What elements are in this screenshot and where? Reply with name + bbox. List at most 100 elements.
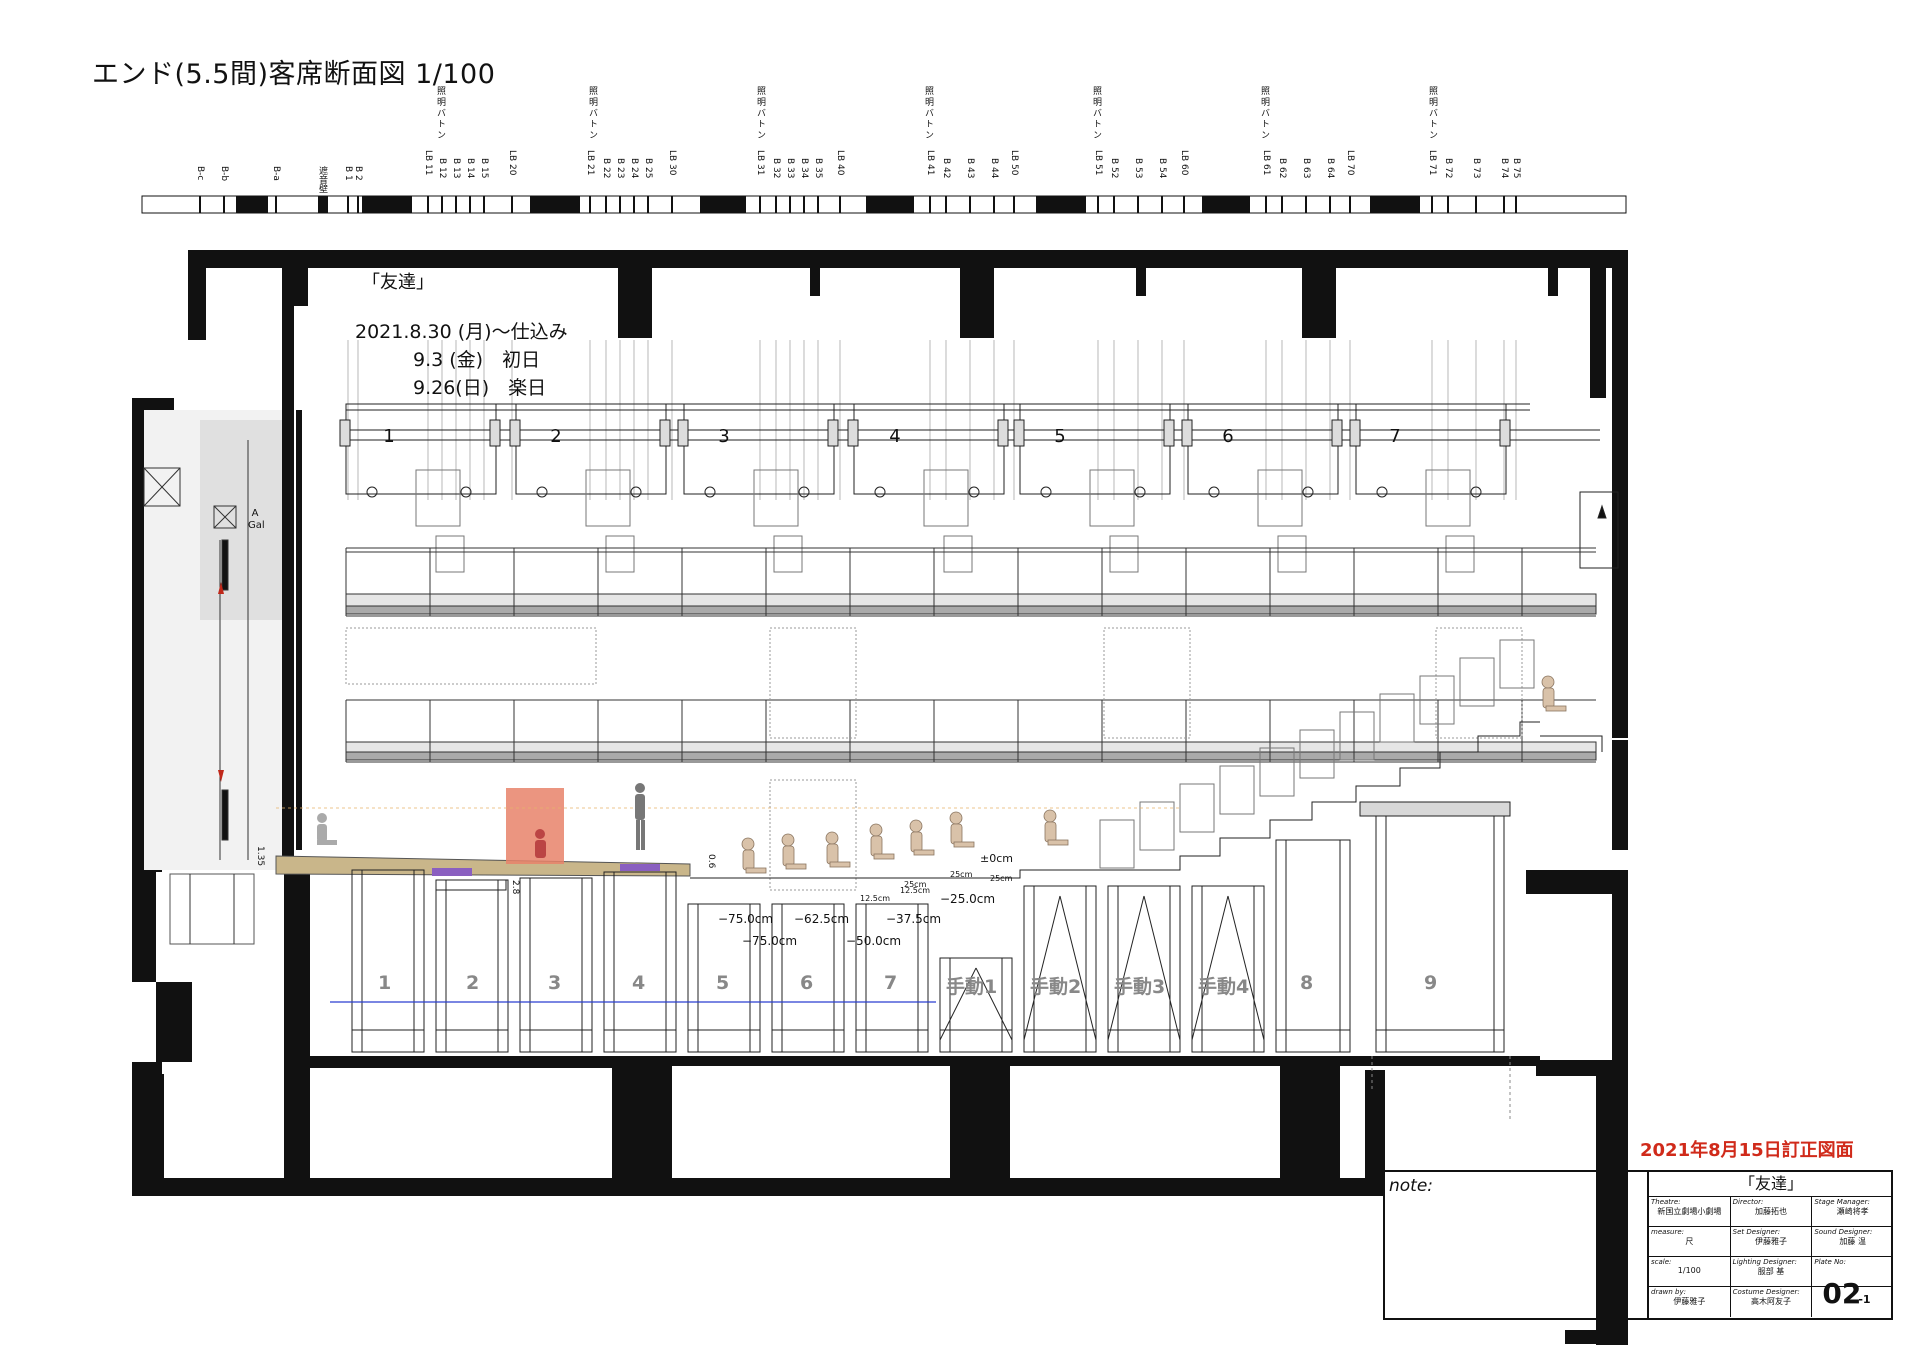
bay-subbox [605, 535, 635, 573]
show-title: 「友達」 [362, 272, 434, 293]
truss-number: 8 [1300, 972, 1314, 994]
fixture-lamp [1302, 486, 1314, 498]
truss-frame [1023, 885, 1097, 1053]
fixture [1331, 419, 1343, 447]
dashed-frame [1435, 627, 1523, 739]
batten-label: B 1 [343, 166, 353, 181]
truss-number: 3 [548, 972, 562, 994]
truss-brace [1107, 895, 1145, 1041]
fixture-lamp [1376, 486, 1388, 498]
fixture [509, 419, 521, 447]
lighting-batten-label: 照明バトン [755, 86, 765, 141]
bay-box [923, 469, 969, 527]
truss-number: 1 [378, 972, 392, 994]
truss-brace [939, 967, 977, 1041]
dashed-frame [769, 779, 857, 891]
batten-label: LB 21 [585, 150, 595, 176]
seat-box [1179, 783, 1215, 833]
dim-2-8: 2.8 [510, 880, 520, 895]
plate-number: 02 [1822, 1277, 1862, 1310]
standing-figure [635, 783, 645, 850]
bay-box [415, 469, 461, 527]
set-designer-label: Set Designer: [1732, 1228, 1781, 1236]
batten-label: B 22 [601, 158, 611, 179]
batten-label: B 74 [1499, 158, 1509, 179]
plate-label: Plate No: [1814, 1258, 1846, 1266]
seat-box [1299, 729, 1335, 779]
drawn-by-label: drawn by: [1651, 1288, 1686, 1296]
fixture-lamp [1134, 486, 1146, 498]
audience-figure [950, 823, 963, 845]
truss-number: 6 [800, 972, 814, 994]
batten-label: LB 20 [507, 150, 517, 176]
audience-figure [745, 867, 767, 874]
left-gallery [143, 410, 282, 945]
bay-frame [1355, 403, 1507, 495]
costume-designer-value: 高木阿友子 [1751, 1297, 1791, 1306]
batten-label: B 24 [629, 158, 639, 179]
audience-figure [870, 835, 883, 857]
bay-number: 1 [383, 426, 395, 447]
batten-label: B 25 [643, 158, 653, 179]
batten-label: B 13 [451, 158, 461, 179]
fixture [847, 419, 859, 447]
fixture [1181, 419, 1193, 447]
truss-frame [519, 877, 593, 1053]
bay-frame [683, 403, 835, 495]
seat-box [1419, 675, 1455, 725]
batten-label: LB 41 [925, 150, 935, 176]
audience-figure [829, 861, 851, 868]
batten-label: B-a [271, 166, 281, 181]
batten-label: B 34 [799, 158, 809, 179]
dashed-frame [1103, 627, 1191, 739]
truss-number: 7 [884, 972, 898, 994]
schedule-line: 2021.8.30 (月)〜仕込み [355, 321, 568, 343]
truss-brace [1143, 895, 1181, 1041]
note-label: note: [1389, 1176, 1434, 1196]
bay-subbox [1109, 535, 1139, 573]
seated-figure-left [317, 813, 337, 845]
scale-label: scale: [1651, 1258, 1672, 1266]
seat-box [1219, 765, 1255, 815]
truss-frame [603, 871, 677, 1053]
batten-label: LB 60 [1179, 150, 1189, 176]
batten-label: LB 50 [1009, 150, 1019, 176]
bay-box [585, 469, 631, 527]
lighting-bays [339, 403, 1619, 573]
truss-frame [351, 869, 425, 1053]
truss-frame [1375, 815, 1505, 1053]
dim-1-35: 1.35 [255, 846, 265, 867]
fixture-lamp [460, 486, 472, 498]
bay-frame [515, 403, 667, 495]
truss-number: 4 [632, 972, 646, 994]
revision-note: 2021年8月15日訂正図面 [1640, 1140, 1854, 1161]
fixture-lamp [630, 486, 642, 498]
sound-designer-value: 加藤 温 [1839, 1237, 1866, 1246]
stage-manager-label: Stage Manager: [1814, 1198, 1870, 1206]
fixture-lamp [874, 486, 886, 498]
dashed-frame [345, 627, 597, 685]
truss-number: 手動4 [1198, 976, 1250, 998]
audience-figure [1047, 839, 1069, 846]
riser-label: 25cm [904, 880, 927, 889]
lighting-batten-label: 照明バトン [1427, 86, 1437, 141]
stage-manager-value: 瀬崎将孝 [1836, 1207, 1869, 1216]
seat-box [1259, 747, 1295, 797]
dim-zero: ±0cm [980, 852, 1013, 865]
substructure [351, 815, 1505, 1053]
sound-designer-label: Sound Designer: [1814, 1228, 1873, 1236]
seated-figure-red [535, 829, 546, 858]
bay-frame [1019, 403, 1171, 495]
dashed-frame [769, 627, 857, 739]
fixture [659, 419, 671, 447]
director-label: Director: [1732, 1198, 1764, 1206]
bay-subbox [435, 535, 465, 573]
schedule-line: 9.3 (金) 初日 [413, 349, 541, 371]
truss-frame [435, 879, 509, 1053]
batten-label: B 23 [615, 158, 625, 179]
truss-number: 2 [466, 972, 480, 994]
bay-subbox [1277, 535, 1307, 573]
batten-label: B 42 [941, 158, 951, 179]
title-block: note: 「友達」 Theatre:新国立劇場小劇場 Director:加藤拓… [1383, 1170, 1893, 1320]
